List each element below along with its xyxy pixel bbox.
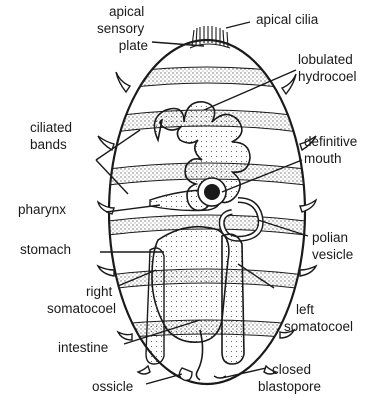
label-apical-cilia: apical cilia [256,12,319,27]
label-left-somatocoel: left somatocoel [284,302,353,334]
label-ossicle: ossicle [92,379,133,394]
label-pharynx: pharynx [18,202,66,217]
label-right-somatocoel: right somatocoel [47,284,116,316]
label-ciliated-bands: ciliated bands [30,120,76,152]
label-apical-sensory-plate: apical sensory plate [97,4,148,53]
label-lobulated-hydrocoel: lobulated hydrocoel [298,52,357,84]
label-definitive-mouth: definitive mouth [304,134,361,166]
label-intestine: intestine [58,340,108,355]
label-stomach: stomach [20,242,71,257]
label-polian-vesicle: polian vesicle [312,230,353,262]
left-somatocoel [222,234,244,364]
